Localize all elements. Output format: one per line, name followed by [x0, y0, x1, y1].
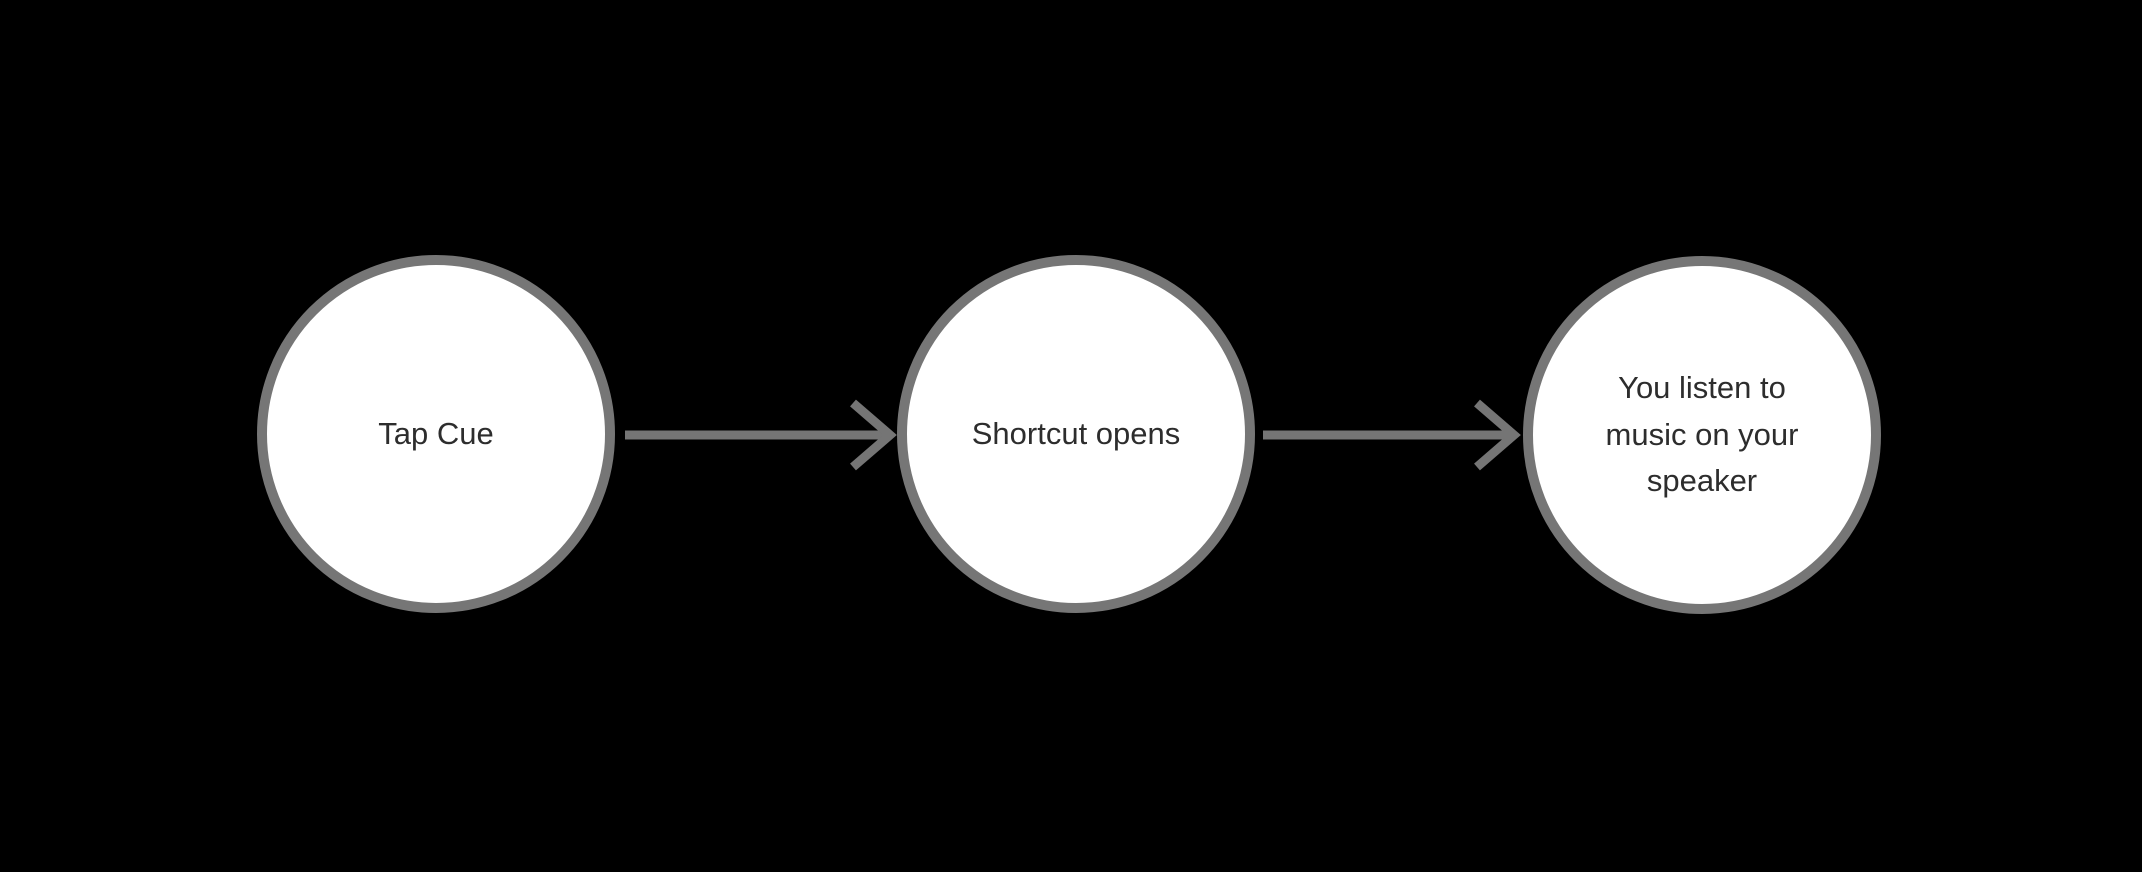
flow-node-label: Shortcut opens	[971, 415, 1181, 451]
flow-node-label: You listen to music on your speaker	[1605, 370, 1799, 499]
flow-node-tap-cue: Tap Cue	[257, 255, 615, 613]
flow-node-shortcut-opens: Shortcut opens	[897, 255, 1255, 613]
flow-node-listen-music: You listen to music on your speaker	[1523, 256, 1881, 614]
flow-arrow-icon	[625, 399, 897, 471]
flow-node-label: Tap Cue	[378, 415, 494, 451]
flow-arrow-icon	[1263, 399, 1521, 471]
